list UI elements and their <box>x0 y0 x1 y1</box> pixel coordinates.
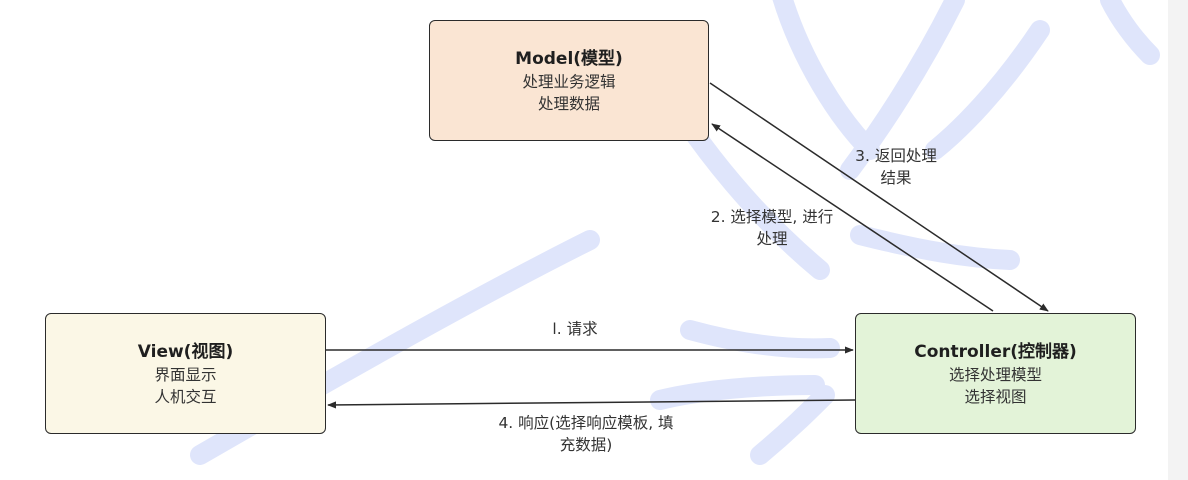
result-label-line-2: 结果 <box>880 169 912 187</box>
watermark-stroke-9 <box>850 225 1020 270</box>
request-label-line-1: l. 请求 <box>552 320 598 338</box>
select-label: 2. 选择模型, 进行 处理 <box>672 206 872 250</box>
side-scroll-strip <box>1168 0 1188 480</box>
view-line-1: 界面显示 <box>154 365 217 384</box>
controller-line-2: 选择视图 <box>964 387 1027 406</box>
result-label: 3. 返回处理 结果 <box>826 145 966 189</box>
watermark-stroke-10 <box>1100 0 1160 65</box>
model-line-2: 处理数据 <box>537 94 600 113</box>
view-title: View(视图) <box>137 341 234 362</box>
controller-title: Controller(控制器) <box>914 341 1077 362</box>
watermark-stroke-5 <box>925 20 1050 160</box>
response-label-line-2: 充数据) <box>559 436 613 454</box>
result-label-line-1: 3. 返回处理 <box>855 147 937 165</box>
watermark-stroke-3 <box>772 0 880 160</box>
result-arrow <box>709 82 1049 312</box>
controller-line-1: 选择处理模型 <box>948 365 1042 384</box>
watermark-stroke-4 <box>840 0 965 180</box>
watermark-stroke-7 <box>650 375 825 410</box>
response-label-line-1: 4. 响应(选择响应模板, 填 <box>498 414 674 432</box>
watermark-stroke-6 <box>680 320 840 359</box>
request-label: l. 请求 <box>520 318 630 340</box>
controller-node: Controller(控制器) 选择处理模型 选择视图 <box>855 313 1136 434</box>
response-label: 4. 响应(选择响应模板, 填 充数据) <box>446 412 726 456</box>
model-line-1: 处理业务逻辑 <box>522 72 616 91</box>
response-arrow <box>327 399 856 409</box>
model-node: Model(模型) 处理业务逻辑 处理数据 <box>429 20 709 141</box>
select-label-line-1: 2. 选择模型, 进行 <box>710 208 834 226</box>
view-node: View(视图) 界面显示 人机交互 <box>45 313 326 434</box>
model-title: Model(模型) <box>515 48 623 69</box>
view-line-2: 人机交互 <box>154 387 217 406</box>
select-arrow <box>711 123 994 312</box>
select-label-line-2: 处理 <box>756 230 788 248</box>
